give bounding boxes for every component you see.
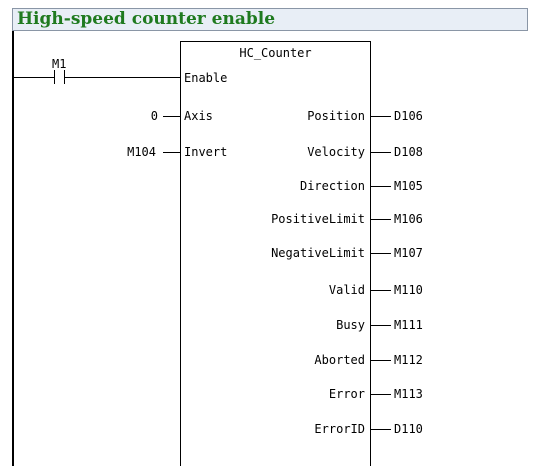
wire-velocity [371, 152, 391, 153]
pin-errorid: ErrorID [314, 422, 365, 436]
pin-negativelimit: NegativeLimit [271, 246, 365, 260]
contact-left-bar [54, 70, 55, 84]
output-var-errorid[interactable]: D110 [394, 422, 423, 436]
pin-invert: Invert [184, 145, 228, 159]
wire-position [371, 116, 391, 117]
pin-enable: Enable [184, 71, 228, 85]
wire-errorid [371, 429, 391, 430]
output-var-valid[interactable]: M110 [394, 283, 423, 297]
pin-position: Position [307, 109, 365, 123]
rung-comment[interactable]: High-speed counter enable [12, 8, 528, 31]
no-contact[interactable] [14, 70, 180, 86]
wire-negativelimit [371, 253, 391, 254]
output-var-direction[interactable]: M105 [394, 179, 423, 193]
pin-busy: Busy [336, 318, 365, 332]
contact-wire-left [14, 77, 54, 78]
input-var-axis[interactable]: 0 [150, 109, 158, 123]
pin-positivelimit: PositiveLimit [271, 212, 365, 226]
wire-busy [371, 325, 391, 326]
output-var-position[interactable]: D106 [394, 109, 423, 123]
wire-aborted [371, 360, 391, 361]
wire-valid [371, 290, 391, 291]
wire-error [371, 394, 391, 395]
pin-error: Error [328, 387, 365, 401]
output-var-positivelimit[interactable]: M106 [394, 212, 423, 226]
function-block-hc-counter[interactable] [180, 41, 371, 466]
wire-invert [163, 152, 180, 153]
output-var-velocity[interactable]: D108 [394, 145, 423, 159]
output-var-error[interactable]: M113 [394, 387, 423, 401]
output-var-aborted[interactable]: M112 [394, 353, 423, 367]
contact-wire-right [64, 77, 180, 78]
pin-valid: Valid [328, 283, 365, 297]
left-power-rail [12, 31, 14, 466]
wire-positivelimit [371, 219, 391, 220]
input-var-invert[interactable]: M104 [127, 145, 156, 159]
contact-address: M1 [52, 57, 67, 71]
output-var-negativelimit[interactable]: M107 [394, 246, 423, 260]
pin-velocity: Velocity [307, 145, 365, 159]
wire-axis [163, 116, 180, 117]
pin-aborted: Aborted [314, 353, 365, 367]
function-block-name: HC_Counter [239, 46, 312, 60]
pin-direction: Direction [299, 179, 365, 193]
wire-direction [371, 186, 391, 187]
pin-axis: Axis [184, 109, 213, 123]
output-var-busy[interactable]: M111 [394, 318, 423, 332]
